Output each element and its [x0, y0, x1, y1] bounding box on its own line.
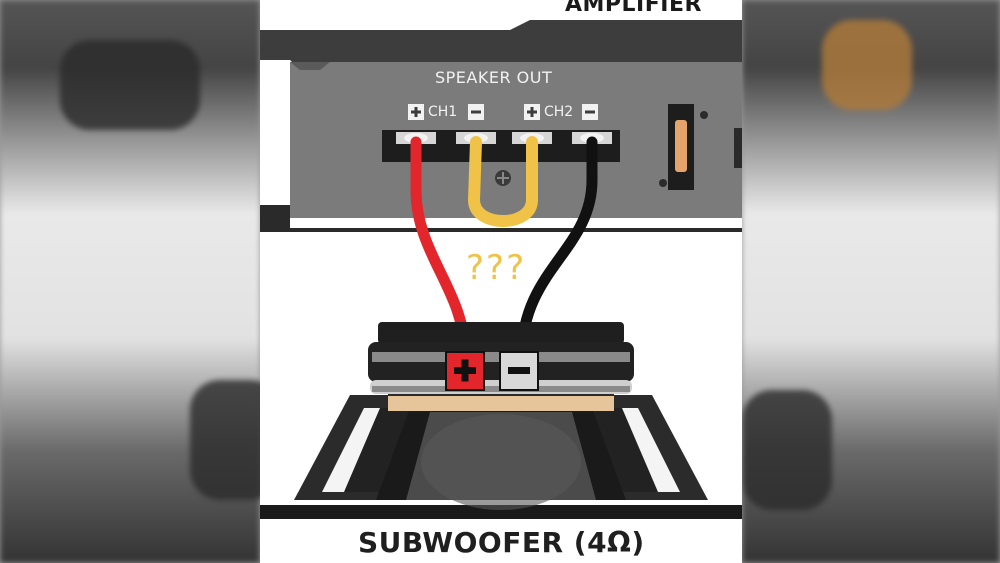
sub-terminal-positive [445, 351, 485, 391]
blurred-shape [60, 40, 200, 130]
sub-terminal-negative [499, 351, 539, 391]
blurred-shape [742, 390, 832, 510]
blurred-shape [822, 20, 912, 110]
plus-icon [408, 104, 424, 120]
screw-icon [495, 170, 511, 186]
subwoofer-title: SUBWOOFER (4Ω) [358, 526, 645, 559]
minus-icon [468, 104, 484, 120]
blurred-background-right [742, 0, 1000, 563]
plus-icon [524, 104, 540, 120]
fuse-icon [659, 104, 708, 190]
channel-2-label: CH2 [544, 104, 574, 120]
jumper-wire [467, 136, 538, 227]
subwoofer [260, 322, 742, 519]
wiring-diagram [260, 0, 742, 563]
speaker-out-label: SPEAKER OUT [435, 68, 553, 87]
amplifier-title: AMPLIFIER [565, 0, 702, 17]
amplifier-housing [260, 20, 742, 232]
minus-icon [582, 104, 598, 120]
channel-1-label: CH1 [428, 104, 458, 120]
jumper-question-label: ??? [466, 248, 527, 288]
blurred-background-left [0, 0, 280, 563]
amp-edge-bracket [734, 128, 742, 168]
